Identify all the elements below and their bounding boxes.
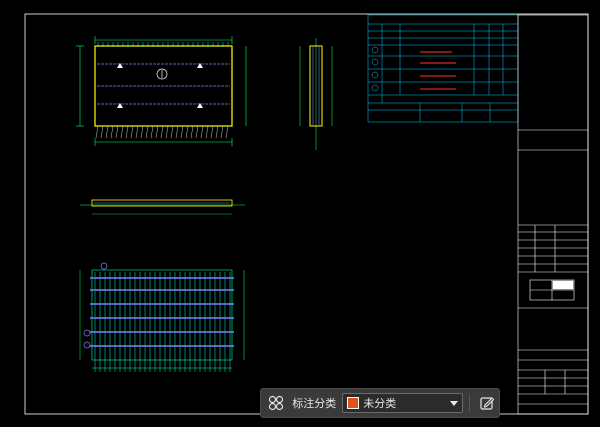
section-view-vertical [299, 38, 333, 150]
annotation-category-label: 标注分类 [292, 397, 337, 410]
rebar-table-highlights [420, 51, 456, 90]
elevation-view [80, 199, 245, 215]
rebar-table [367, 14, 519, 123]
category-color-swatch [347, 397, 360, 409]
edit-icon[interactable] [476, 391, 499, 415]
toolbar-divider [468, 394, 470, 412]
annotation-category-select[interactable]: 未分类 [342, 393, 463, 413]
annotation-toolbar: 标注分类 未分类 [260, 388, 500, 418]
selected-category: 未分类 [363, 397, 397, 410]
title-block [517, 14, 589, 415]
grid-icon[interactable] [263, 389, 288, 417]
rebar-mesh-view [79, 262, 245, 372]
plan-view [76, 36, 247, 146]
chevron-down-icon [449, 400, 458, 406]
